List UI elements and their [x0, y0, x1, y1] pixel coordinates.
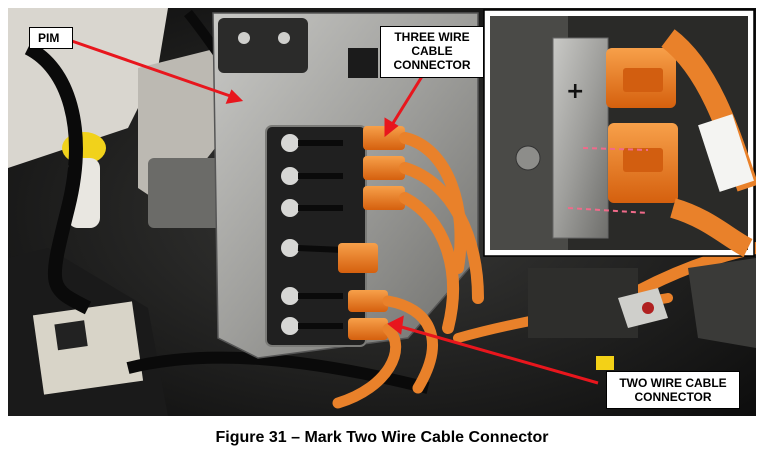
right-component: [688, 258, 756, 348]
terminal-lugs: [281, 134, 299, 335]
warning-label: [32, 301, 144, 395]
pim-port: [348, 48, 378, 78]
two-wire-arrow-head: [387, 315, 404, 335]
pim-bolt: [238, 32, 250, 44]
red-terminal-cap: [642, 302, 654, 314]
pointer-arrows: [65, 37, 599, 385]
terminal-block: [265, 125, 367, 347]
two-wire-callout: TWO WIRE CABLE CONNECTOR: [606, 371, 740, 409]
three-wire-callout: THREE WIRE CABLE CONNECTOR: [380, 26, 484, 78]
yellow-tag: [596, 356, 614, 370]
three-wire-callout-line1: THREE WIRE: [394, 30, 470, 44]
three-wire-arrow: [388, 69, 428, 129]
pim-top-connector: [218, 18, 308, 73]
pim-callout-text: PIM: [38, 31, 60, 45]
inset-closeup: + +: [483, 9, 756, 257]
two-wire-connector: [348, 290, 388, 340]
pim-arrow: [65, 37, 237, 100]
engine-component: [148, 158, 228, 228]
two-wire-callout-line2: CONNECTOR: [634, 390, 712, 404]
warning-label-icon: [54, 320, 88, 351]
three-wire-arrow-head: [384, 117, 399, 138]
two-wire-arrow: [397, 324, 599, 385]
two-wire-callout-line1: TWO WIRE CABLE: [619, 376, 727, 390]
pim-bolt: [278, 32, 290, 44]
svg-text:+: +: [566, 79, 584, 104]
wire-loom-left: [24, 41, 92, 315]
three-wire-callout-line2: CABLE: [411, 44, 453, 58]
pim-callout: PIM: [29, 27, 73, 49]
pim-arrow-head: [225, 89, 244, 104]
three-wire-callout-line3: CONNECTOR: [393, 58, 471, 72]
middle-connector: [338, 243, 378, 273]
figure-caption: Figure 31 – Mark Two Wire Cable Connecto…: [215, 429, 549, 446]
three-wire-connector: [363, 126, 405, 210]
engine-bay-photo: + + PIM THREE WIRE CABLE CONNECT: [8, 8, 756, 416]
terminal-wires: [297, 140, 344, 329]
